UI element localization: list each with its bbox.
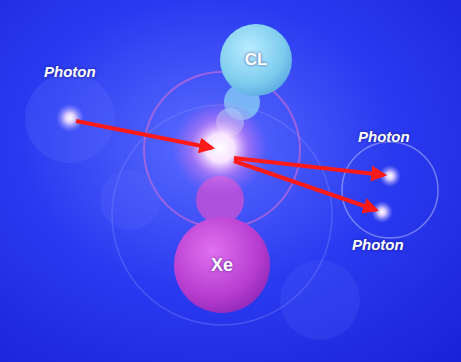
halo-ring	[342, 142, 438, 238]
photon-label: Photon	[352, 236, 404, 253]
halo-ring	[144, 72, 300, 228]
sphere	[174, 217, 270, 313]
photon-arrow	[76, 121, 212, 148]
lens-flare	[100, 170, 160, 230]
atom-sphere: Xe	[174, 217, 270, 313]
photon-label: Photon	[44, 63, 96, 80]
photon-dot	[371, 201, 393, 223]
photon-arrow	[234, 161, 376, 210]
photon-dot	[56, 104, 84, 132]
excited-molecule-glow	[172, 100, 268, 196]
atom-symbol: Xe	[211, 255, 233, 276]
lens-flare	[280, 260, 360, 340]
atom-sphere: CL	[220, 24, 292, 96]
atom-symbol: CL	[245, 50, 268, 70]
lens-flare	[25, 73, 115, 163]
sphere	[220, 24, 292, 96]
photon-arrow	[234, 158, 384, 175]
photon-label: Photon	[358, 128, 410, 145]
